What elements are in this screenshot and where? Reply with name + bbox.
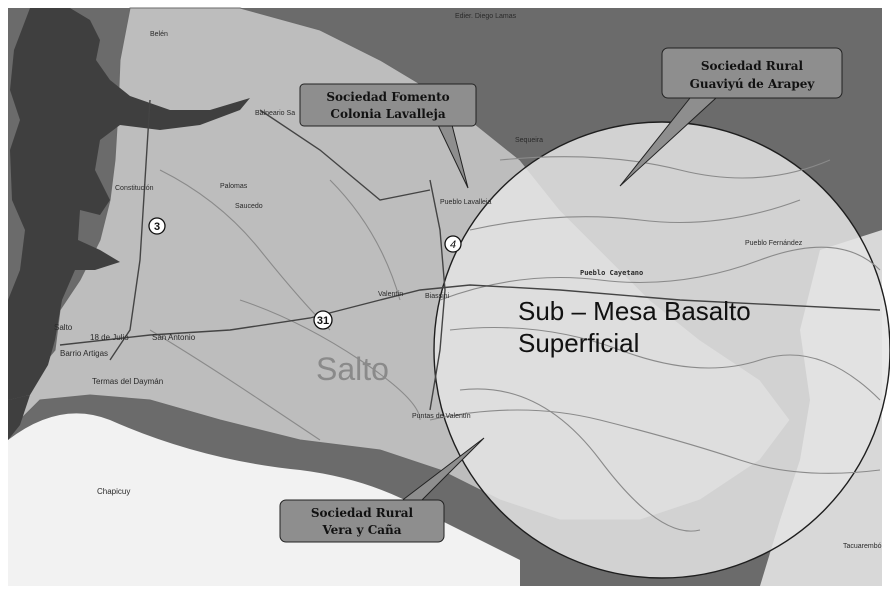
svg-text:Vera y Caña: Vera y Caña xyxy=(321,523,401,537)
place-termas: Termas del Daymán xyxy=(92,377,163,386)
place-constitucion: Constitución xyxy=(115,185,154,192)
svg-text:4: 4 xyxy=(450,239,456,251)
region-label-line2: Superficial xyxy=(518,328,639,358)
svg-text:3: 3 xyxy=(154,221,160,233)
place-palomas: Palomas xyxy=(220,183,248,190)
svg-text:31: 31 xyxy=(317,315,329,327)
route-4-marker: 4 xyxy=(444,235,462,253)
place-sequeira: Sequeira xyxy=(515,137,543,144)
place-puntas-de-valentin: Puntas de Valentín xyxy=(412,413,471,420)
svg-text:Guaviyú de Arapey: Guaviyú de Arapey xyxy=(690,77,816,91)
route-31-marker: 31 xyxy=(313,310,333,330)
place-valentin: Valentín xyxy=(378,291,403,298)
place-balneario: Balneario Sa xyxy=(255,110,295,117)
place-saucedo: Saucedo xyxy=(235,203,263,210)
svg-text:Sociedad Fomento: Sociedad Fomento xyxy=(326,90,449,104)
place-salto: Salto xyxy=(54,323,73,332)
svg-text:Colonia Lavalleja: Colonia Lavalleja xyxy=(330,107,445,121)
basalt-circle xyxy=(433,121,890,579)
callout-vera: Sociedad Rural Vera y Caña xyxy=(279,437,485,543)
place-edifer: Edier. Diego Lamas xyxy=(455,13,517,20)
department-label: Salto xyxy=(316,351,389,387)
streams xyxy=(149,156,881,532)
place-pueblo-cayetano: Pueblo Cayetano xyxy=(580,269,643,277)
callout-fomento: Sociedad Fomento Colonia Lavalleja xyxy=(299,83,477,189)
svg-text:Sociedad Rural: Sociedad Rural xyxy=(311,506,414,520)
place-chapicuy: Chapicuy xyxy=(97,487,130,496)
south-land xyxy=(8,413,520,586)
roads xyxy=(59,99,881,411)
place-biassini: Biassini xyxy=(425,293,450,300)
place-18-de-julio: 18 de Julio xyxy=(90,333,129,342)
place-san-antonio: San Antonio xyxy=(152,333,196,342)
route-3-marker: 3 xyxy=(148,217,166,235)
region-label-line1: Sub – Mesa Basalto xyxy=(518,296,751,326)
place-tacuarembo: Tacuarembó xyxy=(843,543,882,550)
place-pueblo-fernandez: Pueblo Fernández xyxy=(745,240,803,247)
river-water-south xyxy=(8,395,30,440)
callout-guaviyu: Sociedad Rural Guaviyú de Arapey xyxy=(619,47,843,187)
river-water xyxy=(8,8,250,400)
place-barrio-artigas: Barrio Artigas xyxy=(60,349,108,358)
svg-text:Sociedad Rural: Sociedad Rural xyxy=(701,59,804,73)
place-pueblo-lavalleja: Pueblo Lavalleja xyxy=(440,199,491,206)
place-belen: Belén xyxy=(150,31,168,38)
